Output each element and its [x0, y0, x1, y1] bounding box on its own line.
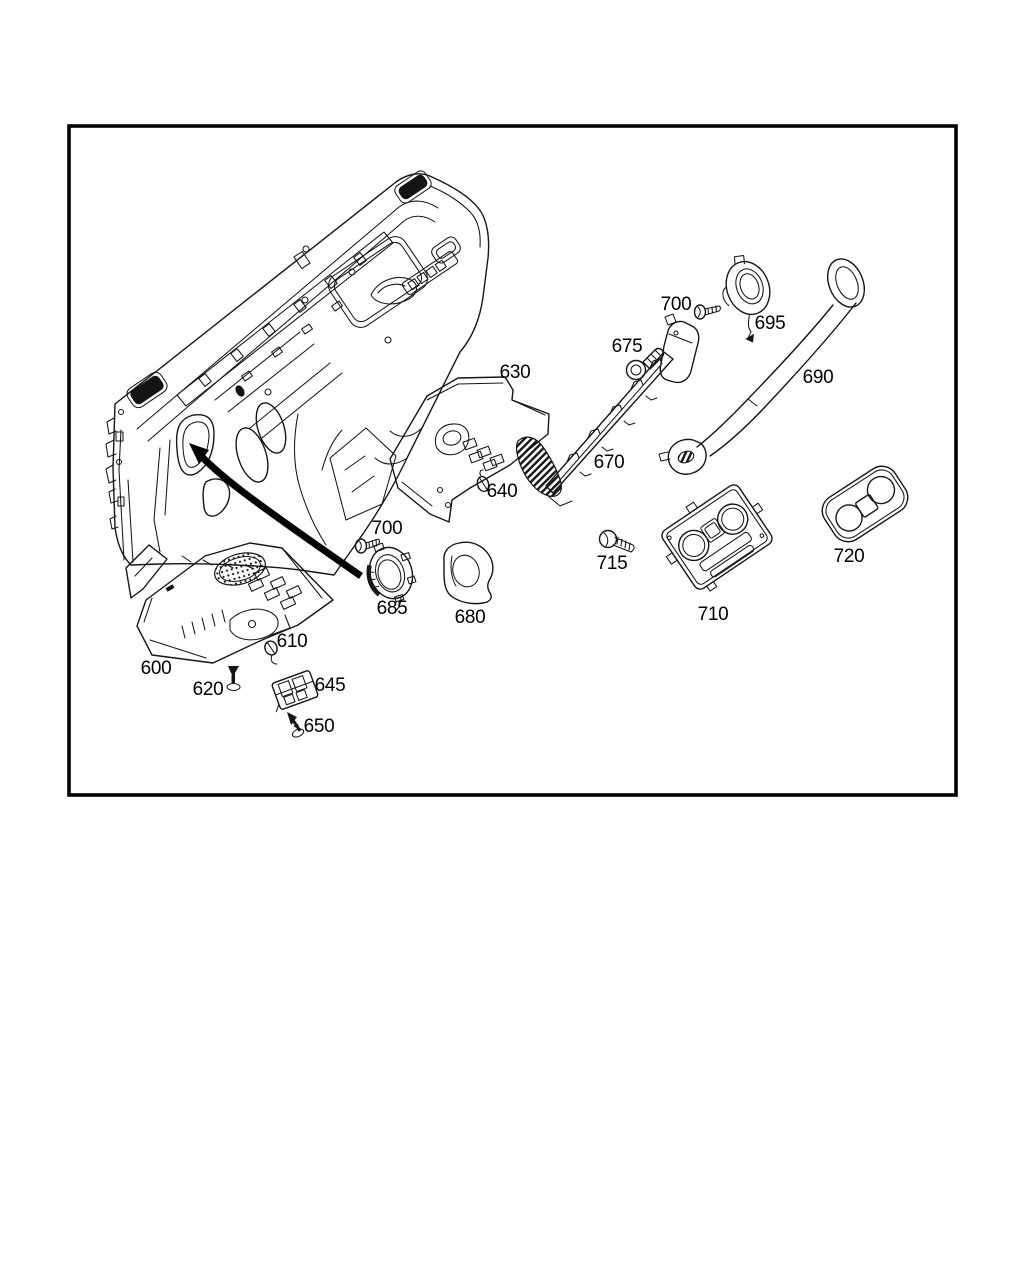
part-label-640: 640 — [487, 481, 518, 502]
part-620-rivet — [226, 666, 241, 692]
instrument-panel-carrier — [105, 170, 490, 599]
part-label-695: 695 — [755, 313, 786, 334]
cluster-opening — [175, 413, 215, 476]
diagram-border — [67, 124, 958, 797]
center-duct-right — [255, 402, 287, 454]
center-duct-left — [235, 427, 269, 483]
part-label-645: 645 — [315, 675, 346, 696]
part-650-screw — [287, 712, 305, 738]
pillar-sliver — [125, 544, 168, 599]
part-630-glovebox-panel — [389, 376, 550, 523]
part-label-700-lower: 700 — [372, 518, 403, 539]
part-600-lower-trim-panel — [136, 542, 334, 664]
part-675-bolt — [625, 347, 665, 381]
part-label-685: 685 — [377, 598, 408, 619]
part-695-vent-housing — [722, 255, 771, 343]
part-label-720: 720 — [834, 546, 865, 567]
switch-hole-cluster — [462, 437, 505, 472]
switch-cutouts — [247, 567, 303, 610]
part-690-trim-strip — [658, 258, 866, 475]
part-label-600: 600 — [141, 658, 172, 679]
part-610-clip — [264, 640, 278, 665]
left-edge-brackets — [105, 417, 119, 530]
part-label-670: 670 — [594, 452, 625, 473]
part-label-715: 715 — [597, 553, 628, 574]
part-680-trim-ring — [443, 541, 494, 605]
part-700-lower-screw — [354, 538, 381, 554]
part-640-grommet — [476, 469, 490, 493]
part-715-bolt — [598, 529, 635, 553]
part-label-610: 610 — [277, 631, 308, 652]
part-700-upper-screw — [693, 304, 722, 320]
part-645-switch-block — [271, 670, 319, 713]
vent-knob — [677, 450, 695, 464]
part-720-bezel-plate — [821, 465, 909, 543]
pointer-arrow — [189, 443, 363, 579]
part-685-speaker-ring — [366, 542, 417, 613]
side-slot-strip — [401, 251, 459, 295]
part-670-mounting-rail — [515, 313, 700, 507]
part-label-630: 630 — [500, 362, 531, 383]
part-710-center-bezel — [661, 484, 773, 592]
part-label-710: 710 — [698, 604, 729, 625]
part-label-620: 620 — [193, 679, 224, 700]
speaker-grille — [214, 552, 266, 586]
internal-structure — [153, 245, 423, 570]
column-opening — [202, 478, 231, 517]
side-band — [370, 277, 418, 305]
left-speaker-pad — [126, 371, 168, 409]
part-label-700-upper: 700 — [661, 294, 692, 315]
part-label-675: 675 — [612, 336, 643, 357]
side-vent-recess — [431, 236, 461, 264]
rail-end-bracket — [515, 436, 563, 497]
part-labels: 630 700 695 675 690 670 640 700 715 685 … — [141, 294, 865, 737]
part-label-650: 650 — [304, 716, 335, 737]
part-label-680: 680 — [455, 607, 486, 628]
part-label-690: 690 — [803, 367, 834, 388]
vent-ticks — [181, 609, 226, 639]
right-speaker-pad — [394, 170, 432, 204]
